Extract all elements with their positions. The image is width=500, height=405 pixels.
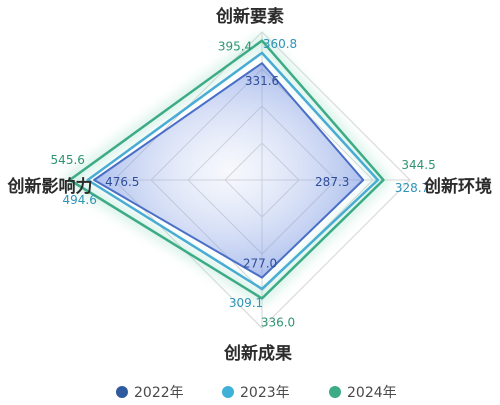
legend-dot-1 xyxy=(222,386,234,398)
axis-title-3: 创新影响力 xyxy=(7,176,93,197)
axis-title-1: 创新环境 xyxy=(423,176,492,197)
legend-label-2: 2024年 xyxy=(347,385,397,401)
value-label: 476.5 xyxy=(105,175,139,189)
legend-dot-2 xyxy=(329,386,341,398)
series-polygon-2 xyxy=(68,39,385,300)
value-label: 277.0 xyxy=(243,257,277,271)
value-label: 395.4 xyxy=(218,40,252,54)
value-label: 336.0 xyxy=(261,315,295,329)
legend-dot-0 xyxy=(116,386,128,398)
radar-value-labels: 331.6 287.3 277.0 476.5 360.8 328.7 309.1 494.6… xyxy=(51,37,436,330)
value-label: 331.6 xyxy=(245,74,279,88)
value-label: 360.8 xyxy=(263,37,297,51)
value-label: 494.6 xyxy=(63,193,97,207)
value-label: 309.1 xyxy=(229,296,263,310)
legend-label-1: 2023年 xyxy=(240,385,290,401)
series-polygon-0 xyxy=(93,62,365,279)
value-label: 344.5 xyxy=(401,158,435,172)
value-label: 545.6 xyxy=(51,153,85,167)
axis-title-0: 创新要素 xyxy=(215,6,284,27)
legend-label-0: 2022年 xyxy=(134,385,184,401)
axis-title-2: 创新成果 xyxy=(223,343,292,364)
series-polygon-1 xyxy=(86,51,380,291)
chart-legend: 2022年 2023年 2024年 xyxy=(116,385,397,401)
radar-series xyxy=(60,33,391,305)
value-label: 287.3 xyxy=(315,175,349,189)
value-label: 328.7 xyxy=(395,181,429,195)
